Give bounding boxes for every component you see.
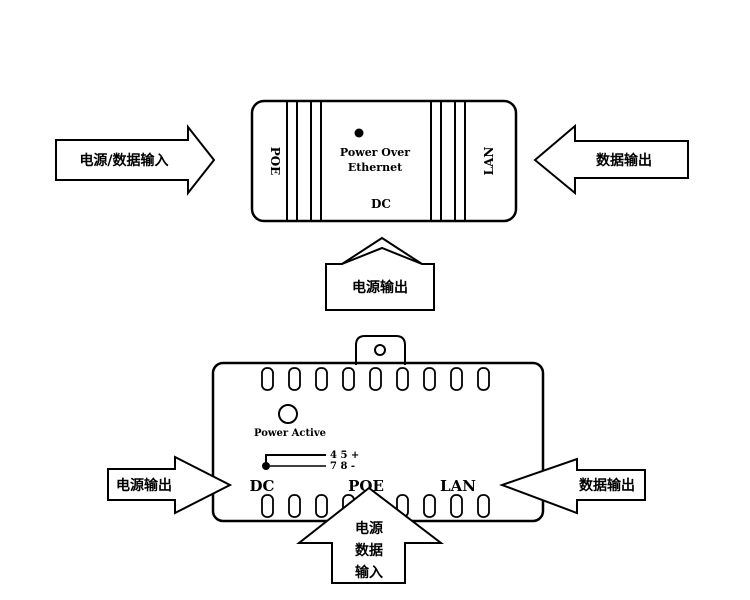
top-center-line1: Power Over	[340, 146, 410, 159]
top-vents	[261, 367, 490, 391]
top-dc-label: DC	[371, 197, 391, 211]
mounting-hole-icon	[374, 344, 386, 356]
top-led-icon	[354, 128, 364, 138]
bottom-right-arrow: 数据输出	[499, 457, 646, 515]
top-bottom-arrow-inner	[341, 246, 423, 265]
top-device-body	[250, 99, 518, 223]
top-device: POE LAN Power Over Ethernet DC	[250, 99, 518, 223]
top-left-arrow-label: 电源/数据输入	[79, 152, 168, 169]
bottom-up-arrow-label-3: 输入	[355, 564, 383, 581]
bottom-right-arrow-shape	[499, 457, 646, 515]
top-center-line2: Ethernet	[348, 161, 403, 174]
top-left-arrow: 电源/数据输入	[55, 124, 216, 196]
bottom-left-arrow: 电源输出	[107, 455, 233, 515]
top-bottom-arrow-shape	[325, 236, 435, 311]
bottom-left-arrow-label: 电源输出	[116, 477, 172, 494]
bottom-up-arrow-label-2: 数据	[355, 542, 383, 559]
power-indicator-icon	[278, 404, 298, 424]
top-left-arrow-shape	[55, 124, 216, 196]
power-active-label: Power Active	[254, 428, 326, 439]
port-dc-label: DC	[250, 477, 275, 495]
pin-diagram: 4 5 + 7 8 -	[262, 450, 359, 472]
top-device-left-rails	[286, 101, 322, 221]
dc-plug-icon	[262, 462, 270, 470]
pin-line-2: 7 8 -	[330, 461, 355, 472]
top-right-arrow-label: 数据输出	[596, 152, 652, 169]
top-right-arrow-shape	[533, 123, 689, 196]
mounting-tab	[355, 335, 406, 365]
bottom-left-arrow-shape	[107, 455, 233, 515]
top-device-right-rails	[430, 101, 466, 221]
top-poe-label: POE	[268, 147, 282, 176]
bottom-up-arrow: 电源 数据 输入	[296, 486, 444, 584]
top-lan-label: LAN	[482, 147, 496, 176]
top-bottom-arrow-label: 电源输出	[352, 279, 408, 296]
bottom-up-arrow-label-1: 电源	[355, 520, 383, 537]
bottom-up-arrow-shape	[296, 486, 444, 584]
port-lan-label: LAN	[440, 477, 476, 495]
bottom-device: Power Active 4 5 + 7 8 - DC POE LAN	[211, 335, 545, 523]
top-bottom-arrow: 电源输出	[325, 236, 435, 311]
port-poe-label: POE	[348, 477, 384, 495]
top-right-arrow: 数据输出	[533, 123, 689, 196]
pin-line-1: 4 5 +	[330, 450, 359, 461]
bottom-right-arrow-label: 数据输出	[579, 477, 635, 494]
